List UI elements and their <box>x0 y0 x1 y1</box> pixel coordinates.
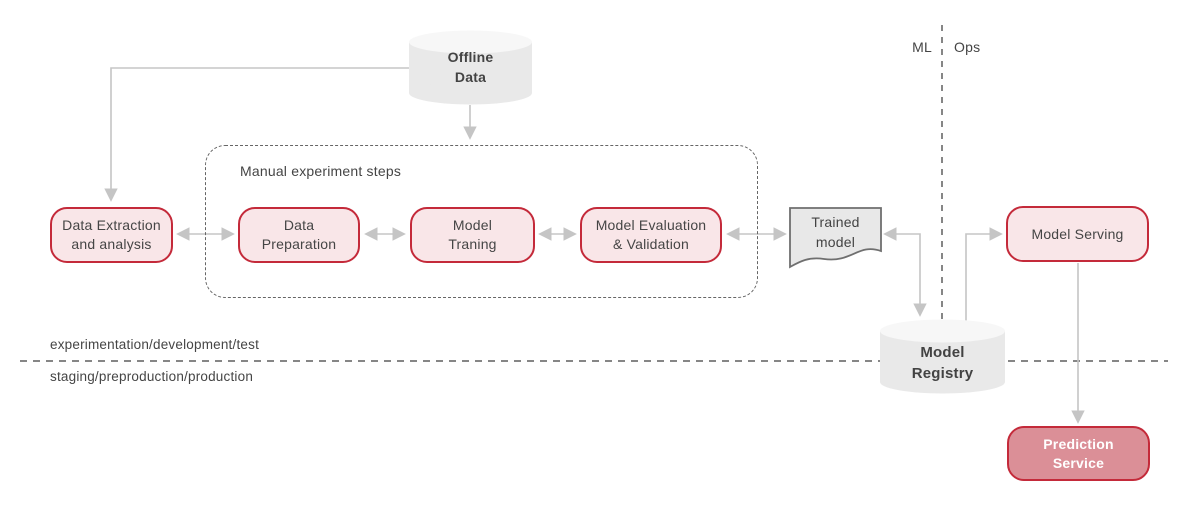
node-prediction-service: Prediction Service <box>1007 426 1150 481</box>
trained-model-document-shape <box>789 207 882 269</box>
manual-experiment-steps-label: Manual experiment steps <box>240 163 402 179</box>
offline-data-label: Offline Data <box>447 49 494 85</box>
node-data-preparation-label: Data Preparation <box>261 217 337 252</box>
arrow-trainedmodel-registry <box>883 227 927 317</box>
ml-label: ML <box>912 39 932 55</box>
node-data-extraction: Data Extraction and analysis <box>50 207 173 263</box>
zone-label-experimentation: experimentation/development/test <box>50 337 260 352</box>
node-data-preparation: Data Preparation <box>238 207 360 263</box>
model-registry-label: Model Registry <box>911 344 974 382</box>
model-registry-cylinder <box>880 319 1005 394</box>
zone-label-staging: staging/preproduction/production <box>50 369 254 384</box>
node-model-training: Model Traning <box>410 207 535 263</box>
node-model-evaluation-label: Model Evaluation & Validation <box>595 217 707 252</box>
offline-data-cylinder-bottom <box>409 81 532 105</box>
model-registry-cylinder-bottom <box>880 370 1005 394</box>
node-model-training-label: Model Traning <box>448 217 497 252</box>
node-data-extraction-label: Data Extraction and analysis <box>62 217 161 252</box>
node-model-serving-label: Model Serving <box>1031 225 1124 242</box>
manual-experiment-steps-group <box>205 145 758 298</box>
arrow-registry-serving <box>965 227 1003 321</box>
node-prediction-service-label: Prediction Service <box>1043 435 1114 471</box>
model-registry-cylinder-top <box>880 319 1005 343</box>
trained-model-label: Trained model <box>811 214 860 250</box>
offline-data-cylinder-top <box>409 30 532 54</box>
ops-label: Ops <box>954 39 981 55</box>
arrow-offline-to-extraction <box>104 67 409 202</box>
node-model-serving: Model Serving <box>1006 206 1149 262</box>
node-model-evaluation: Model Evaluation & Validation <box>580 207 722 263</box>
offline-data-cylinder <box>409 30 532 105</box>
